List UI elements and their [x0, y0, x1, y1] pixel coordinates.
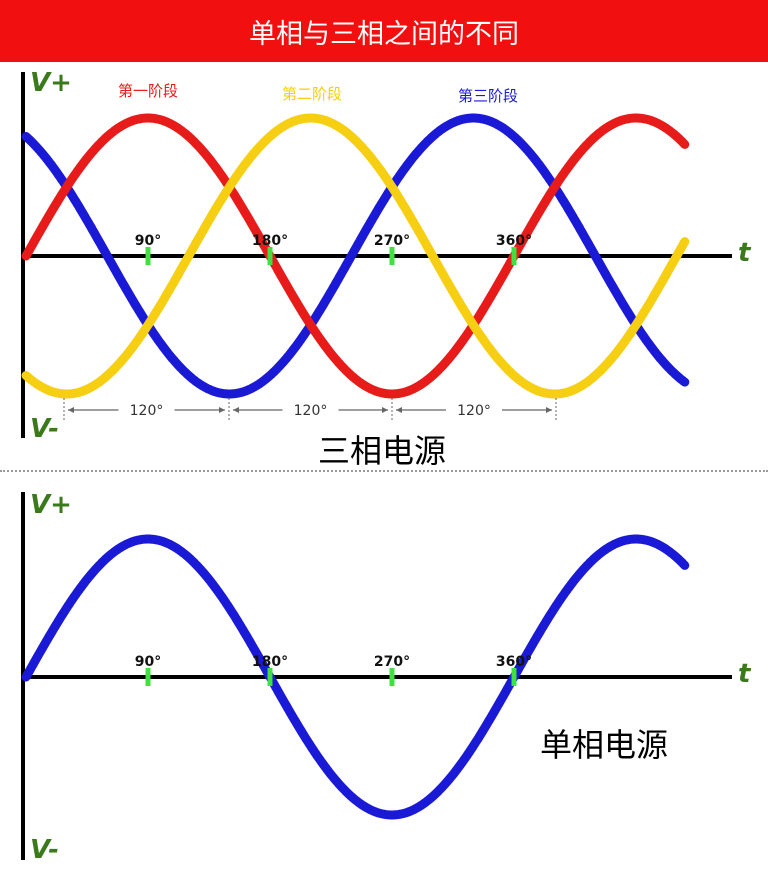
spacing-arrowhead-right-2 — [382, 407, 388, 413]
three-phase-v-plus-label: V+ — [30, 68, 72, 98]
single-phase-t-label: t — [738, 659, 751, 689]
single-phase-caption: 单相电源 — [540, 726, 669, 764]
single-phase-tick-1 — [145, 668, 151, 686]
three-phase-v-minus-label: V- — [30, 414, 60, 444]
single-phase-tick-label-4: 360° — [496, 654, 532, 670]
spacing-arrowhead-right-1 — [219, 407, 225, 413]
legend-phase-two: 第二阶段 — [282, 85, 343, 103]
title-banner: 单相与三相之间的不同 — [0, 0, 768, 62]
phase-two-wave — [21, 113, 690, 399]
spacing-arrowhead-left-2 — [233, 407, 239, 413]
legend-phase-one: 第一阶段 — [118, 82, 179, 100]
three-phase-tick-label-1: 90° — [135, 233, 161, 249]
page-title: 单相与三相之间的不同 — [249, 18, 519, 50]
three-phase-caption: 三相电源 — [318, 432, 447, 470]
single-phase-tick-3 — [389, 668, 395, 686]
spacing-arrowhead-left-3 — [396, 407, 402, 413]
spacing-arrowhead-left-1 — [68, 407, 74, 413]
three-phase-tick-label-2: 180° — [252, 233, 288, 249]
legend-phase-three: 第三阶段 — [458, 87, 519, 105]
single-phase-tick-4 — [511, 668, 517, 686]
three-phase-tick-label-4: 360° — [496, 233, 532, 249]
three-phase-tick-3 — [389, 247, 395, 265]
three-phase-t-label: t — [738, 238, 751, 268]
single-phase-v-minus-label: V- — [30, 835, 60, 865]
single-phase-tick-2 — [267, 668, 273, 686]
single-phase-v-plus-label: V+ — [30, 490, 72, 520]
spacing-arrowhead-right-3 — [546, 407, 552, 413]
panel-divider — [0, 470, 768, 472]
three-phase-tick-1 — [145, 247, 151, 265]
phase-one-wave — [21, 113, 690, 399]
single-phase-tick-label-2: 180° — [252, 654, 288, 670]
spacing-label-3: 120° — [457, 403, 491, 419]
single-phase-wave — [21, 534, 690, 820]
single-phase-tick-label-3: 270° — [374, 654, 410, 670]
phase-three-wave — [21, 113, 690, 399]
three-phase-tick-2 — [267, 247, 273, 265]
spacing-label-1: 120° — [130, 403, 164, 419]
spacing-label-2: 120° — [294, 403, 328, 419]
single-phase-tick-label-1: 90° — [135, 654, 161, 670]
three-phase-tick-label-3: 270° — [374, 233, 410, 249]
three-phase-tick-4 — [511, 247, 517, 265]
